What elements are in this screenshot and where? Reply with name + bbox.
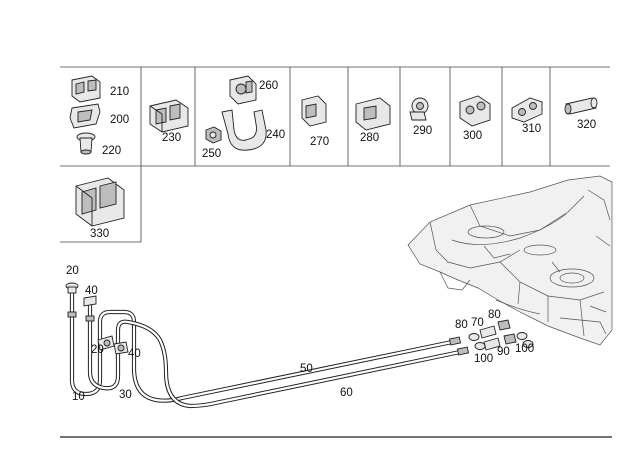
part-label-200: 200: [110, 114, 129, 126]
part-label-230: 230: [162, 132, 181, 144]
diagram-label-20-top: 20: [66, 265, 79, 277]
hose-320-icon: [564, 97, 598, 115]
diagram-label-100-right: 100: [515, 343, 534, 355]
clip-310-icon: [511, 97, 543, 123]
clip-330-icon: [75, 177, 125, 227]
part-label-270: 270: [310, 136, 329, 148]
vehicle-underbody-illustration: [407, 175, 613, 346]
diagram-label-30: 30: [119, 389, 132, 401]
clip-270-icon: [301, 95, 327, 127]
diagram-label-40-mid: 40: [128, 348, 141, 360]
diagram-label-90: 90: [497, 346, 510, 358]
diagram-label-50: 50: [300, 363, 313, 375]
clip-210-icon: [71, 75, 101, 103]
part-label-320: 320: [577, 119, 596, 131]
clip-290-icon: [409, 97, 429, 121]
diagram-label-60: 60: [340, 387, 353, 399]
part-label-330: 330: [90, 228, 109, 240]
hose-clamp-group: [468, 319, 534, 351]
diagram-label-20-mid: 20: [91, 344, 104, 356]
part-label-300: 300: [463, 130, 482, 142]
part-label-260: 260: [259, 80, 278, 92]
plug-220-icon: [76, 132, 96, 155]
clip-200-icon: [69, 103, 101, 129]
clip-300-icon: [459, 95, 491, 127]
clip-260-icon: [229, 75, 257, 105]
part-label-310: 310: [522, 123, 541, 135]
part-label-240: 240: [266, 129, 285, 141]
diagram-label-100-left: 100: [474, 353, 493, 365]
diagram-label-80-right: 80: [488, 309, 501, 321]
part-label-220: 220: [102, 145, 121, 157]
diagram-label-10: 10: [72, 391, 85, 403]
diagram-label-70: 70: [471, 317, 484, 329]
nut-250-icon: [205, 126, 222, 144]
clip-230-icon: [149, 99, 189, 133]
part-label-210: 210: [110, 86, 129, 98]
part-label-280: 280: [360, 132, 379, 144]
part-label-290: 290: [413, 125, 432, 137]
clip-280-icon: [355, 97, 391, 131]
diagram-label-80-left: 80: [455, 319, 468, 331]
bracket-240-icon: [221, 109, 267, 151]
fuel-lines: [65, 282, 470, 409]
part-label-250: 250: [202, 148, 221, 160]
parts-table-grid: [60, 66, 610, 243]
diagram-label-40-top: 40: [85, 285, 98, 297]
